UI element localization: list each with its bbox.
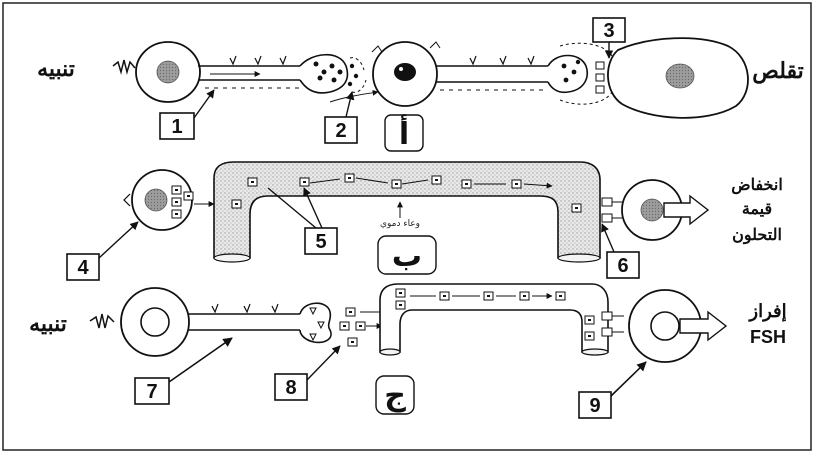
neuron-a1-nucleus: [157, 61, 179, 83]
label-secretion-2: FSH: [750, 327, 786, 347]
panel-letter-c: ج: [376, 376, 414, 414]
synaptic-vesicles-a1: [314, 62, 359, 87]
label-contraction: تقلص: [752, 58, 804, 84]
receptors-b: [602, 198, 612, 222]
svg-text:6: 6: [617, 255, 628, 277]
label-stimulus-a: تنبيه: [37, 56, 75, 81]
panel-c: [90, 284, 726, 362]
svg-text:ب: ب: [392, 239, 422, 274]
svg-text:7: 7: [146, 381, 157, 403]
svg-text:2: 2: [335, 120, 346, 142]
label-stimulus-c: تنبيه: [29, 311, 67, 336]
svg-text:5: 5: [315, 231, 326, 253]
svg-text:1: 1: [171, 116, 182, 138]
receptors-a: [596, 62, 604, 93]
panel-letter-a: أ: [385, 114, 423, 152]
svg-text:أ: أ: [399, 114, 409, 152]
callout-2: 2: [325, 92, 357, 143]
callout-9: 9: [579, 362, 646, 418]
svg-text:8: 8: [285, 377, 296, 399]
panel-a: [113, 38, 748, 118]
neuron-a1-axon: [198, 66, 300, 80]
neuron-c-axon: [188, 314, 300, 330]
callout-8: 8: [275, 346, 340, 400]
svg-text:9: 9: [589, 395, 600, 417]
svg-text:ج: ج: [384, 378, 406, 413]
neuron-a2-axon: [436, 66, 548, 82]
synaptic-terminal-a2: [548, 56, 587, 93]
neuron-a2-nucleus: [394, 63, 416, 81]
callout-4: 4: [67, 222, 138, 280]
stimulus-zigzag-c: [90, 314, 114, 328]
blood-vessel-c: [380, 284, 608, 352]
label-blood-vessel: وعاء دموي: [380, 219, 420, 229]
neuron-c-nucleus: [141, 308, 169, 336]
synaptic-vesicles-a2: [562, 60, 581, 83]
label-secretion-1: إفراز: [747, 301, 786, 322]
muscle-cell-nucleus: [666, 64, 694, 88]
callout-5: 5: [268, 188, 337, 254]
svg-text:3: 3: [603, 20, 614, 42]
panel-letter-b: ب: [378, 236, 436, 274]
stimulus-zigzag-a: [113, 60, 135, 72]
label-decrease-2: قيمة: [742, 201, 772, 218]
label-decrease-3: التحلون: [732, 227, 782, 245]
svg-text:4: 4: [77, 257, 89, 279]
label-decrease-1: انخفاض: [731, 177, 783, 195]
